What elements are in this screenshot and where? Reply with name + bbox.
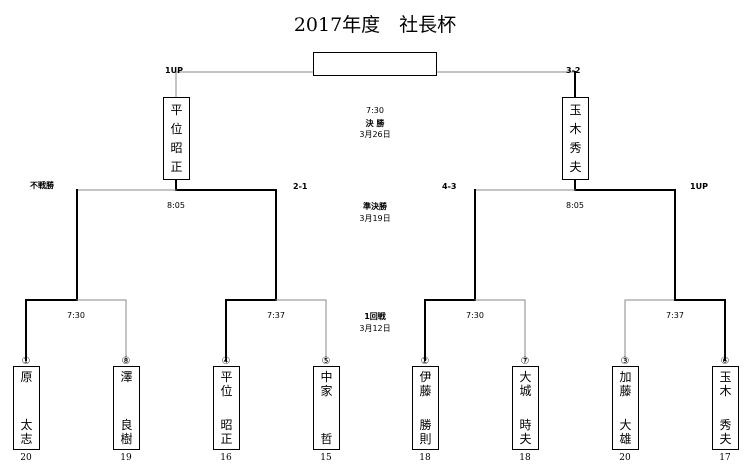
finalist-right-char: 夫	[569, 159, 582, 174]
player-name-char: 秀	[719, 418, 732, 432]
player-name-char: 加	[619, 370, 632, 384]
final-result-right: 3-2	[566, 66, 581, 75]
final-time: 7:30	[366, 106, 384, 115]
player-score: 18	[419, 453, 431, 463]
player-name-char: 則	[419, 432, 432, 446]
player-name-box: 伊藤勝則	[412, 366, 439, 450]
player-name-char: 夫	[519, 432, 532, 446]
final-date: 3月26日	[359, 130, 391, 139]
semi-result-d: 1UP	[690, 182, 708, 191]
player-name-char: 良	[120, 418, 133, 432]
player-name-box: 原太志	[13, 366, 40, 450]
player-name-char: 夫	[719, 432, 732, 446]
player-name-char: 正	[220, 432, 233, 446]
player-score: 15	[320, 453, 332, 463]
player-name-char: 家	[320, 384, 333, 398]
player-name-char: 中	[320, 370, 333, 384]
player-name-box: 澤良樹	[113, 366, 140, 450]
finalist-left-char: 昭	[170, 140, 183, 155]
player-seed: ①	[21, 356, 31, 367]
player-name-char: 平	[220, 370, 233, 384]
player-name-char: 哲	[320, 432, 333, 446]
semi-round-name: 準決勝	[363, 202, 387, 211]
player-name-char: 藤	[419, 384, 432, 398]
player-name-char: 昭	[220, 418, 233, 432]
player-name-box: 加藤大雄	[612, 366, 639, 450]
player-name-box: 平位昭正	[213, 366, 240, 450]
player-name-char: 木	[719, 384, 732, 398]
finalist-left-char: 平	[170, 103, 183, 118]
player-score: 18	[519, 453, 531, 463]
first-date: 3月12日	[359, 324, 391, 333]
player-name-char: 雄	[619, 432, 632, 446]
player-seed: ②	[420, 356, 430, 367]
player-name-char: 太	[20, 418, 33, 432]
finalist-right-char: 木	[569, 122, 582, 137]
finalist-right: 玉 木 秀 夫	[562, 97, 589, 180]
player-name-char: 藤	[619, 384, 632, 398]
player-name-char: 勝	[419, 418, 432, 432]
first-round-name: 1回戦	[364, 312, 386, 321]
player-score: 20	[20, 453, 32, 463]
player-seed: ⑤	[321, 356, 331, 367]
player-name-box: 中家哲	[313, 366, 340, 450]
player-score: 19	[120, 453, 132, 463]
match-time-2: 7:37	[267, 311, 285, 320]
player-score: 16	[220, 453, 232, 463]
finalist-left-char: 位	[170, 122, 183, 137]
finalist-left: 平 位 昭 正	[163, 97, 190, 180]
semi-date: 3月19日	[359, 214, 391, 223]
semi-result-b: 2-1	[293, 182, 308, 191]
player-seed: ⑧	[121, 356, 131, 367]
player-seed: ④	[221, 356, 231, 367]
match-time-4: 7:37	[666, 311, 684, 320]
finalist-right-char: 玉	[569, 103, 582, 118]
page-title: 2017年度 社長杯	[293, 14, 457, 36]
player-score: 20	[619, 453, 631, 463]
semi-result-c: 4-3	[442, 182, 457, 191]
match-time-1: 7:30	[67, 311, 85, 320]
semi-result-a: 不戦勝	[30, 181, 54, 190]
final-result-left: 1UP	[165, 66, 183, 75]
player-name-char: 樹	[120, 432, 133, 446]
finalist-right-char: 秀	[569, 140, 582, 155]
champion-box	[313, 52, 437, 76]
player-name-box: 玉木秀夫	[712, 366, 739, 450]
player-name-char: 大	[519, 370, 532, 384]
player-score: 17	[719, 453, 731, 463]
player-name-char: 城	[519, 384, 532, 398]
player-seed: ③	[620, 356, 630, 367]
finalist-left-char: 正	[170, 159, 183, 174]
player-name-char: 澤	[120, 370, 133, 384]
player-seed: ⑦	[520, 356, 530, 367]
player-name-char: 伊	[419, 370, 432, 384]
player-name-box: 大城時夫	[512, 366, 539, 450]
final-round-name: 決 勝	[365, 119, 385, 128]
match-time-3: 7:30	[466, 311, 484, 320]
semi-time-left: 8:05	[167, 201, 185, 210]
player-seed: ⑥	[720, 356, 730, 367]
player-name-char: 位	[220, 384, 233, 398]
player-name-char: 原	[20, 370, 33, 384]
player-name-char: 玉	[719, 370, 732, 384]
player-name-char: 大	[619, 418, 632, 432]
player-name-char: 時	[519, 418, 532, 432]
semi-time-right: 8:05	[566, 201, 584, 210]
player-name-char: 志	[20, 432, 33, 446]
